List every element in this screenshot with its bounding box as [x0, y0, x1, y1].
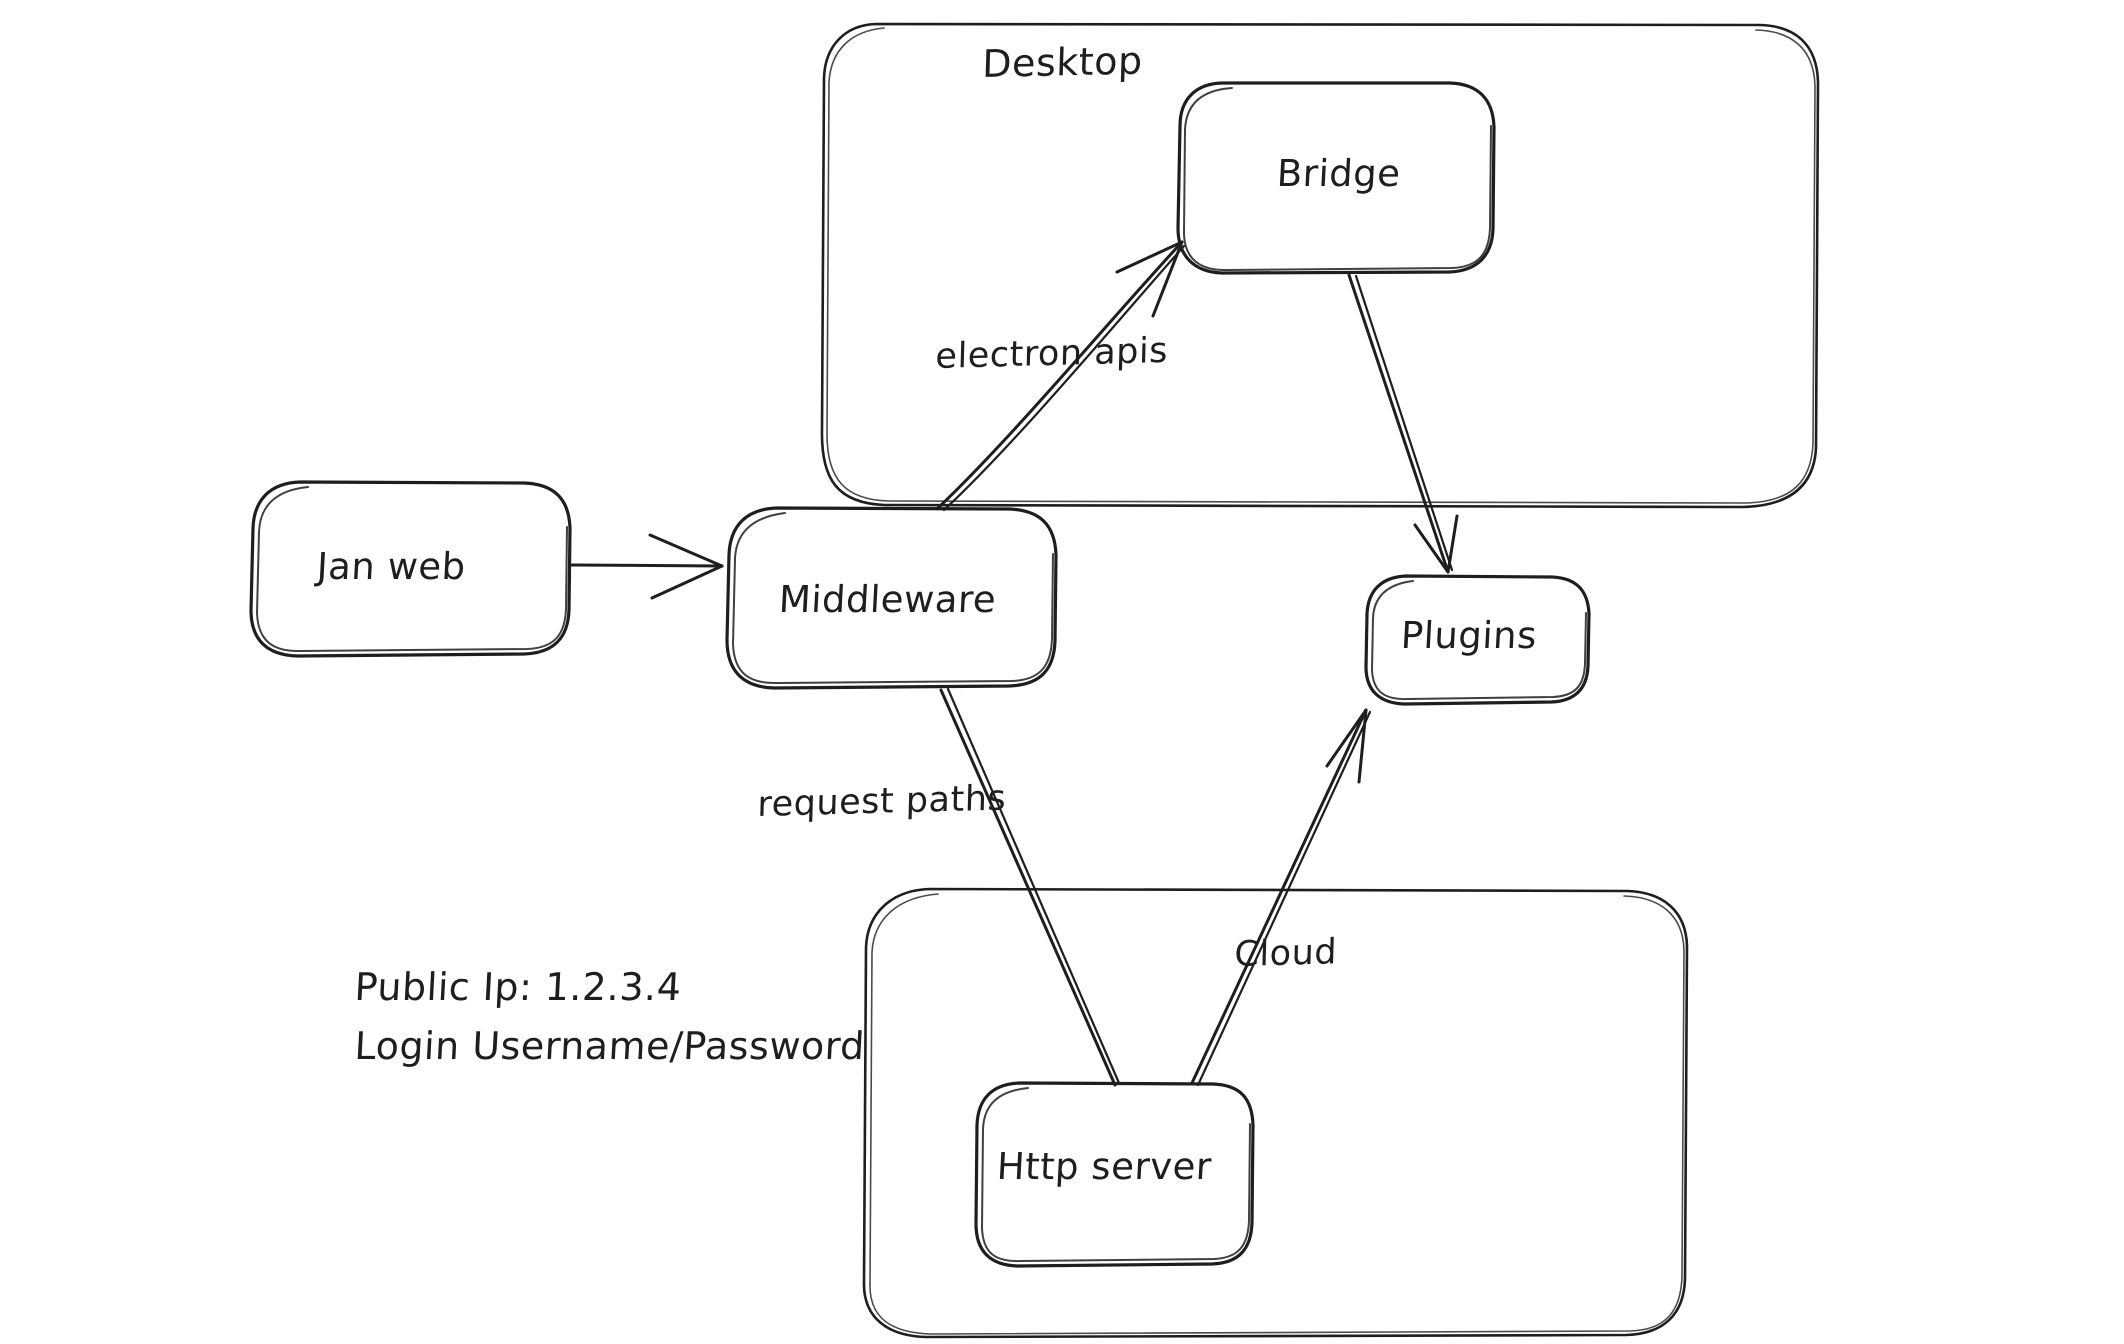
node-label-bridge: Bridge: [1275, 152, 1402, 195]
node-plugins[interactable]: [1364, 574, 1591, 706]
edge-label-request-paths: request paths: [756, 778, 1007, 825]
container-cloud[interactable]: [862, 887, 1689, 1339]
node-label-jan-web: Jan web: [315, 545, 467, 588]
node-http-server[interactable]: [974, 1081, 1255, 1268]
note-credentials: Public Ip: 1.2.3.4 Login Username/Passwo…: [353, 963, 866, 1068]
node-label-middleware: Middleware: [777, 578, 998, 621]
edge-jan-web-to-middleware[interactable]: [570, 533, 724, 600]
node-jan-web[interactable]: [249, 480, 572, 658]
node-label-plugins: Plugins: [1399, 614, 1539, 657]
edge-label-electron-apis: electron apis: [934, 330, 1169, 377]
container-label-desktop: Desktop: [981, 38, 1144, 86]
node-bridge[interactable]: [1176, 81, 1496, 275]
note-login: Login Username/Password: [353, 1023, 867, 1068]
edge-middleware-to-bridge[interactable]: [936, 240, 1186, 512]
node-middleware[interactable]: [725, 506, 1058, 690]
node-label-http-server: Http server: [995, 1145, 1213, 1188]
container-label-cloud: Cloud: [1233, 932, 1338, 975]
container-desktop[interactable]: [820, 22, 1820, 509]
edge-middleware-to-http-server[interactable]: [939, 687, 1121, 1087]
edge-http-server-to-plugins[interactable]: [1190, 708, 1372, 1087]
edge-bridge-to-plugins[interactable]: [1347, 273, 1459, 574]
note-public-ip: Public Ip: 1.2.3.4: [353, 965, 683, 1009]
